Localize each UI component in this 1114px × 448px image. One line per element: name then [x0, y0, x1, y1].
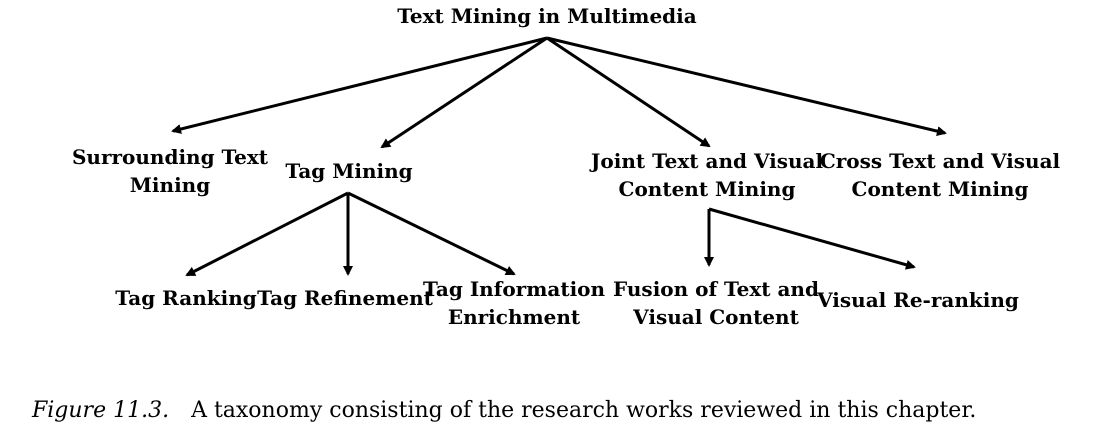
- node-label-line: Joint Text and Visual: [590, 149, 824, 173]
- node-joint-text-visual: Joint Text and Visual Content Mining: [591, 147, 823, 203]
- node-label-line: Surrounding Text: [71, 145, 269, 169]
- node-cross-text-visual: Cross Text and Visual Content Mining: [820, 147, 1060, 203]
- node-label-line: Content Mining: [618, 177, 796, 201]
- edge-tag-ranking: [185, 191, 349, 277]
- node-tag-refinement: Tag Refinement: [257, 284, 433, 312]
- figure-caption: Figure 11.3. A taxonomy consisting of the…: [32, 396, 976, 426]
- node-surrounding-text-mining: Surrounding Text Mining: [72, 143, 268, 199]
- node-label-line: Tag Ranking: [115, 286, 257, 310]
- node-root-label: Text Mining in Multimedia: [397, 4, 697, 28]
- edge-joint-rerank: [708, 207, 916, 270]
- node-tag-information-enrichment: Tag Information Enrichment: [423, 275, 605, 331]
- node-label-line: Visual Content: [633, 305, 799, 329]
- node-root: Text Mining in Multimedia: [397, 2, 696, 30]
- node-label-line: Mining: [129, 173, 211, 197]
- edge-root-cross: [546, 36, 947, 137]
- node-label-line: Enrichment: [447, 305, 581, 329]
- node-label-line: Tag Information: [422, 277, 606, 301]
- node-label-line: Tag Mining: [285, 159, 413, 183]
- node-fusion-text-visual: Fusion of Text and Visual Content: [613, 275, 819, 331]
- edge-root-surrounding: [171, 36, 548, 134]
- node-label-line: Content Mining: [851, 177, 1029, 201]
- node-label-line: Visual Re-ranking: [817, 288, 1019, 312]
- figure-caption-label: Figure 11.3.: [32, 398, 170, 423]
- node-tag-mining: Tag Mining: [285, 157, 412, 185]
- node-label-line: Fusion of Text and: [613, 277, 819, 301]
- figure-caption-text: A taxonomy consisting of the research wo…: [191, 398, 977, 423]
- edge-root-joint: [546, 36, 711, 148]
- edge-tag-enrichment: [347, 191, 516, 276]
- node-label-line: Tag Refinement: [257, 286, 433, 310]
- node-tag-ranking: Tag Ranking: [115, 284, 256, 312]
- node-label-line: Cross Text and Visual: [819, 149, 1061, 173]
- node-visual-reranking: Visual Re-ranking: [817, 286, 1019, 314]
- edge-root-tag: [380, 36, 548, 149]
